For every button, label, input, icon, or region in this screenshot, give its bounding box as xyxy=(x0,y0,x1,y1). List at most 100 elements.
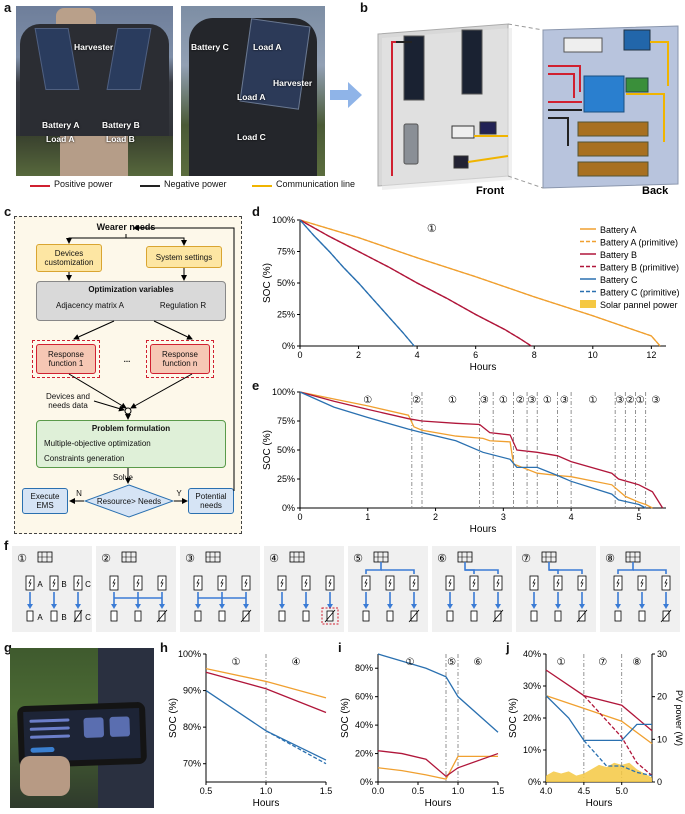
y-tick-label: 100% xyxy=(272,215,295,225)
topology-state-6: ⑥ xyxy=(432,546,512,632)
series-line-battery-c-primitive- xyxy=(299,219,415,347)
phase-annotation: ① xyxy=(636,395,645,406)
highlight-box xyxy=(321,607,339,625)
x-tick-label: 0.0 xyxy=(372,786,385,796)
label-harvester: Harvester xyxy=(74,42,114,52)
flow-constraints: Constraints generation xyxy=(44,453,125,463)
y-tick-label: 40% xyxy=(355,720,373,730)
battery-icon xyxy=(241,575,251,591)
legend-communication-label: Communication line xyxy=(276,179,356,189)
legend-communication-swatch xyxy=(252,185,272,187)
topology-diagram: ⑥ xyxy=(437,551,504,623)
label-battery-b: Battery B xyxy=(102,120,140,130)
battery-icon xyxy=(49,575,59,591)
flow-wearer-needs: Wearer needs xyxy=(96,222,156,232)
flow-devices-data: Devices and needs data xyxy=(45,392,91,410)
solar-link xyxy=(464,562,475,574)
x-tick-label: 4 xyxy=(569,512,574,522)
panel-label-a: a xyxy=(4,0,12,15)
arrow-head xyxy=(27,604,33,609)
flow-decision: Resource> Needs xyxy=(96,496,162,506)
battery-icon xyxy=(469,575,479,591)
phase-annotation: ② xyxy=(412,395,421,406)
battery-icon xyxy=(301,575,311,591)
load-icon xyxy=(156,609,168,623)
battery-icon xyxy=(277,575,287,591)
y-tick-label: 75% xyxy=(277,416,295,426)
y-tick-label: 75% xyxy=(277,247,295,257)
y2-tick-label: 20 xyxy=(657,692,667,702)
arrow-head xyxy=(363,604,369,609)
flow-problem-box xyxy=(36,420,226,468)
y-tick-label: 60% xyxy=(355,692,373,702)
head-shape xyxy=(56,8,96,26)
x-tick-label: 0 xyxy=(297,350,302,360)
label-back: Back xyxy=(642,185,669,197)
load-icon xyxy=(408,609,420,623)
load-icon xyxy=(194,610,202,622)
battery-icon xyxy=(385,575,395,591)
load-icon xyxy=(576,609,588,623)
y-tick-label: 25% xyxy=(277,310,295,320)
legend-entry: Battery B (primitive) xyxy=(600,263,679,273)
topology-label: ① xyxy=(17,553,27,565)
arrow-head xyxy=(279,604,285,609)
load-icon xyxy=(324,609,336,623)
topology-label: ② xyxy=(101,553,111,565)
x-tick-label: 2 xyxy=(433,512,438,522)
phase-annotation: ① xyxy=(363,395,372,406)
battery-icon xyxy=(217,575,227,591)
x-tick-label: 0.5 xyxy=(412,786,425,796)
flow-dots: ... xyxy=(123,354,131,364)
topology-label: ③ xyxy=(185,553,195,565)
x-tick-label: 4 xyxy=(415,350,420,360)
y-axis-label: SOC (%) xyxy=(508,698,519,738)
series-line-battery-b-primitive- xyxy=(299,219,532,347)
x-tick-label: 8 xyxy=(532,350,537,360)
arrow-head xyxy=(219,604,225,609)
series-line-battery-c xyxy=(545,695,652,742)
solar-panel-icon xyxy=(625,551,641,563)
photo-back-wearer: Battery C Load A Harvester Load A Load C xyxy=(181,6,325,176)
legend-entry: Battery A (primitive) xyxy=(600,238,678,248)
y-tick-label: 70% xyxy=(183,759,201,769)
x-tick-label: 0 xyxy=(297,512,302,522)
y-tick-label: 80% xyxy=(355,663,373,673)
arrow-head xyxy=(195,604,201,609)
arrow-head xyxy=(303,604,309,609)
arrow-head xyxy=(615,604,621,609)
x-tick-label: 4.0 xyxy=(540,786,553,796)
phase-annotation: ③ xyxy=(527,395,536,406)
photo-phone-app xyxy=(10,648,154,808)
y-tick-label: 50% xyxy=(277,278,295,288)
topology-diagram: ⑧ xyxy=(605,551,672,623)
arrow-head xyxy=(447,604,453,609)
x-tick-label: 0.5 xyxy=(200,786,213,796)
x-tick-label: 1 xyxy=(365,512,370,522)
solar-panel-icon xyxy=(541,551,557,563)
phase-annotation: ① xyxy=(588,395,597,406)
label-harvester-back: Harvester xyxy=(273,78,313,88)
battery-icon xyxy=(73,575,83,591)
flow-system-settings: System settings xyxy=(146,246,222,268)
solar-link xyxy=(465,569,499,574)
label-load-a-back: Load A xyxy=(237,92,266,102)
arrow-head xyxy=(639,604,645,609)
battery-icon xyxy=(493,575,503,591)
flow-potential: Potential needs xyxy=(188,488,234,514)
y-tick-label: 40% xyxy=(523,649,541,659)
y-tick-label: 30% xyxy=(523,681,541,691)
label-load-a: Load A xyxy=(46,134,75,144)
flow-devices-customization: Devices customization xyxy=(36,244,102,272)
y-axis-label: SOC (%) xyxy=(340,698,351,738)
y-tick-label: 100% xyxy=(272,387,295,397)
series-line-battery-b xyxy=(545,669,653,732)
x-tick-label: 2 xyxy=(356,350,361,360)
topology-letter: A xyxy=(37,580,43,589)
battery-icon xyxy=(133,575,143,591)
series-line-battery-b xyxy=(377,750,499,778)
flow-regulation: Regulation R xyxy=(159,300,207,310)
topology-label: ⑦ xyxy=(521,553,531,565)
load-icon xyxy=(614,610,622,622)
